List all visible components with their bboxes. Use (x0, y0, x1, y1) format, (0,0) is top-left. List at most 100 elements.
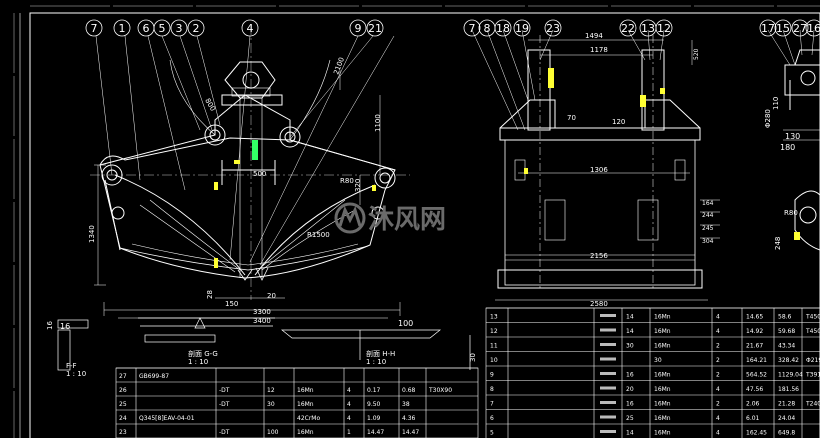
balloon-circle (113, 19, 131, 37)
table-cell-n: 4 (347, 401, 351, 408)
table-cell-mat: 16Mn (654, 343, 671, 350)
balloon-label: 6 (143, 22, 150, 35)
dim-244: 244 (702, 212, 714, 219)
table-cell-mat: 16Mn (654, 372, 671, 379)
balloon-label: 22 (621, 22, 635, 35)
redacted-bar (600, 357, 616, 361)
table-cell-w: 14.92 (746, 328, 763, 335)
dim-100: 100 (398, 319, 413, 328)
right-dimension-texts: Φ280 110 130 180 248 R80 (764, 97, 800, 250)
balloon-circle (241, 19, 259, 37)
table-cell-n: 4 (716, 328, 720, 335)
table-cell-n: 1 (347, 429, 351, 436)
watermark-text: 沐风网 (368, 205, 446, 235)
dim-3300: 3300 (253, 308, 271, 316)
side-dimension-lines (471, 29, 708, 301)
table-cell-mat: 16Mn (654, 328, 671, 335)
redacted-bar (600, 415, 616, 419)
table-cell-n: 4 (716, 415, 720, 422)
dim-248: 248 (774, 237, 782, 250)
balloon: 27 (791, 19, 809, 37)
balloon-label: 18 (496, 22, 510, 35)
dim-1100: 1100 (374, 114, 382, 132)
table-cell-n: 4 (716, 386, 720, 393)
table-cell-n: 4 (716, 314, 720, 321)
dim-70: 70 (567, 114, 576, 122)
table-cell-qty: 12 (267, 387, 275, 394)
table-cell-no: 10 (490, 357, 498, 364)
balloon-circle (463, 19, 481, 37)
table-cell-mat: 16Mn (297, 401, 314, 408)
table-cell-t: 181.56 (778, 386, 799, 393)
table-cell-mat: 42CrMo (297, 415, 320, 422)
table-cell-t: 328.42 (778, 357, 799, 364)
table-cell-w: 2.06 (746, 401, 760, 408)
redacted-bar (600, 401, 616, 404)
table-cell-mat: 16Mn (297, 387, 314, 394)
table-cell-no: 27 (119, 373, 127, 380)
table-cell-no: 5 (490, 430, 494, 437)
section-gg-scale: 1 : 10 (188, 358, 208, 366)
balloon: 15 (774, 19, 792, 37)
table-cell-qty: 25 (626, 415, 634, 422)
redacted-bar (600, 430, 616, 433)
table-cell-note: T2400 (805, 401, 820, 408)
balloon-circle (774, 19, 792, 37)
balloon: 5 (153, 19, 171, 37)
side-elevation-view (497, 35, 720, 290)
table-cell-name: -DT (219, 429, 230, 436)
dim-3400: 3400 (253, 317, 271, 325)
balloon-label: 7 (91, 22, 98, 35)
table-cell-n: 2 (716, 343, 720, 350)
table-cell-name: -DT (219, 387, 230, 394)
section-details (57, 317, 471, 371)
balloon-label: 9 (355, 22, 362, 35)
dim-1306: 1306 (590, 166, 608, 174)
table-cell-qty: 14 (626, 430, 634, 437)
balloon-label: 3 (176, 22, 183, 35)
balloon: 1 (113, 19, 131, 37)
table-cell-w: 0.17 (367, 387, 381, 394)
redacted-bar (600, 343, 616, 346)
table-cell-no: 24 (119, 415, 127, 422)
table-cell-note: T3910X2 (805, 372, 820, 379)
table-cell-no: 12 (490, 328, 498, 335)
balloon-circle (187, 19, 205, 37)
dim-304: 304 (702, 238, 714, 245)
table-cell-t: 24.04 (778, 415, 795, 422)
table-cell-qty: 14 (626, 314, 634, 321)
balloon-label: 4 (247, 22, 254, 35)
balloon-circle (513, 19, 531, 37)
balloon: 12 (655, 19, 673, 37)
balloon-label: 27 (793, 22, 807, 35)
table-cell-w: 14.65 (746, 314, 763, 321)
dim-r1500: R1500 (307, 231, 330, 239)
dim-180: 180 (780, 143, 795, 152)
table-cell-w: 21.67 (746, 343, 763, 350)
dim-28: 28 (206, 290, 214, 299)
dim-phi280: Φ280 (764, 109, 772, 128)
table-cell-code: GB699-87 (139, 373, 169, 380)
balloon-label: 2 (193, 22, 200, 35)
balloon-circle (366, 19, 384, 37)
balloon-circle (655, 19, 673, 37)
table-cell-qty: 16 (626, 401, 634, 408)
table-cell-t: 59.68 (778, 328, 795, 335)
table-cell-t: 0.68 (402, 387, 416, 394)
table-cell-n: 4 (347, 387, 351, 394)
balloon: 7 (463, 19, 481, 37)
dim-16a: 16 (60, 322, 70, 331)
